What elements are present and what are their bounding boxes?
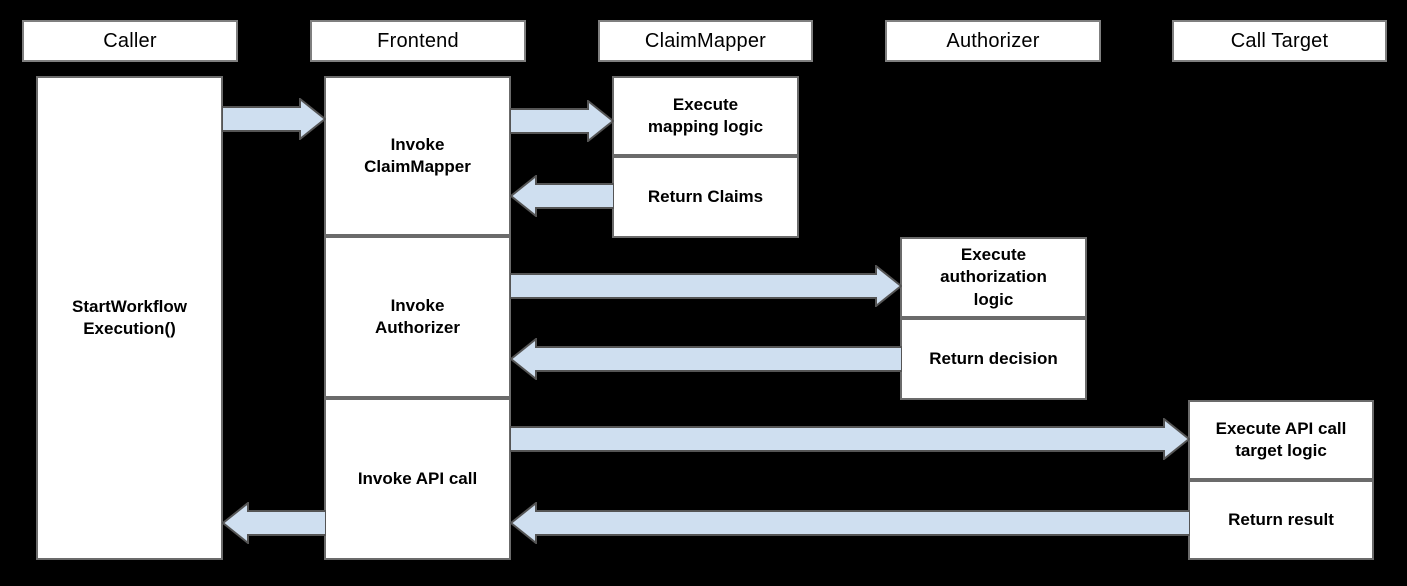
activation-cm-return-claims: Return Claims	[612, 156, 799, 238]
arrow-shape-left	[222, 502, 326, 544]
activation-ct-execute-logic: Execute API call target logic	[1188, 400, 1374, 480]
activation-label: Invoke API call	[357, 468, 478, 488]
activation-label: Return Claims	[647, 186, 764, 206]
activation-label: Execute mapping logic	[647, 94, 764, 136]
msg-frontend-to-calltarget	[510, 418, 1190, 460]
msg-caller-to-frontend	[222, 98, 326, 140]
activation-label: Return decision	[929, 348, 1058, 368]
arrow-shape-right	[510, 265, 902, 307]
msg-authorizer-to-frontend	[510, 338, 902, 380]
activation-label: Invoke ClaimMapper	[364, 134, 471, 176]
arrow-shape-right	[510, 100, 614, 142]
msg-frontend-to-claimmapper	[510, 100, 614, 142]
activation-label: Return result	[1228, 509, 1334, 529]
msg-frontend-to-authorizer	[510, 265, 902, 307]
activation-auth-execute-logic: Execute authorization logic	[900, 237, 1087, 318]
activation-label: StartWorkflow Execution()	[72, 296, 187, 338]
arrow-shape-left	[510, 175, 614, 217]
activation-caller-start: StartWorkflow Execution()	[36, 76, 223, 560]
activation-cm-execute-mapping: Execute mapping logic	[612, 76, 799, 156]
lifeline-header-claimmapper: ClaimMapper	[598, 20, 813, 62]
msg-claimmapper-to-frontend	[510, 175, 614, 217]
lifeline-label: Authorizer	[946, 29, 1040, 52]
lifeline-label: Call Target	[1230, 29, 1329, 52]
msg-frontend-to-caller	[222, 502, 326, 544]
lifeline-header-calltarget: Call Target	[1172, 20, 1387, 62]
arrow-shape-right	[222, 98, 326, 140]
arrow-shape-right	[510, 418, 1190, 460]
arrow-shape-left	[510, 502, 1190, 544]
activation-frontend-authorizer: Invoke Authorizer	[324, 236, 511, 398]
arrow-shape-left	[510, 338, 902, 380]
msg-calltarget-to-frontend	[510, 502, 1190, 544]
lifeline-header-authorizer: Authorizer	[885, 20, 1101, 62]
activation-frontend-apicall: Invoke API call	[324, 398, 511, 560]
activation-label: Execute API call target logic	[1215, 418, 1347, 460]
lifeline-label: Caller	[103, 29, 157, 52]
activation-frontend-claimmapper: Invoke ClaimMapper	[324, 76, 511, 236]
activation-ct-return-result: Return result	[1188, 480, 1374, 560]
activation-label: Invoke Authorizer	[375, 295, 460, 337]
activation-label: Execute authorization logic	[940, 245, 1047, 309]
lifeline-label: Frontend	[377, 29, 459, 52]
lifeline-label: ClaimMapper	[644, 29, 767, 52]
lifeline-header-caller: Caller	[22, 20, 238, 62]
activation-auth-return-decision: Return decision	[900, 318, 1087, 400]
lifeline-header-frontend: Frontend	[310, 20, 526, 62]
